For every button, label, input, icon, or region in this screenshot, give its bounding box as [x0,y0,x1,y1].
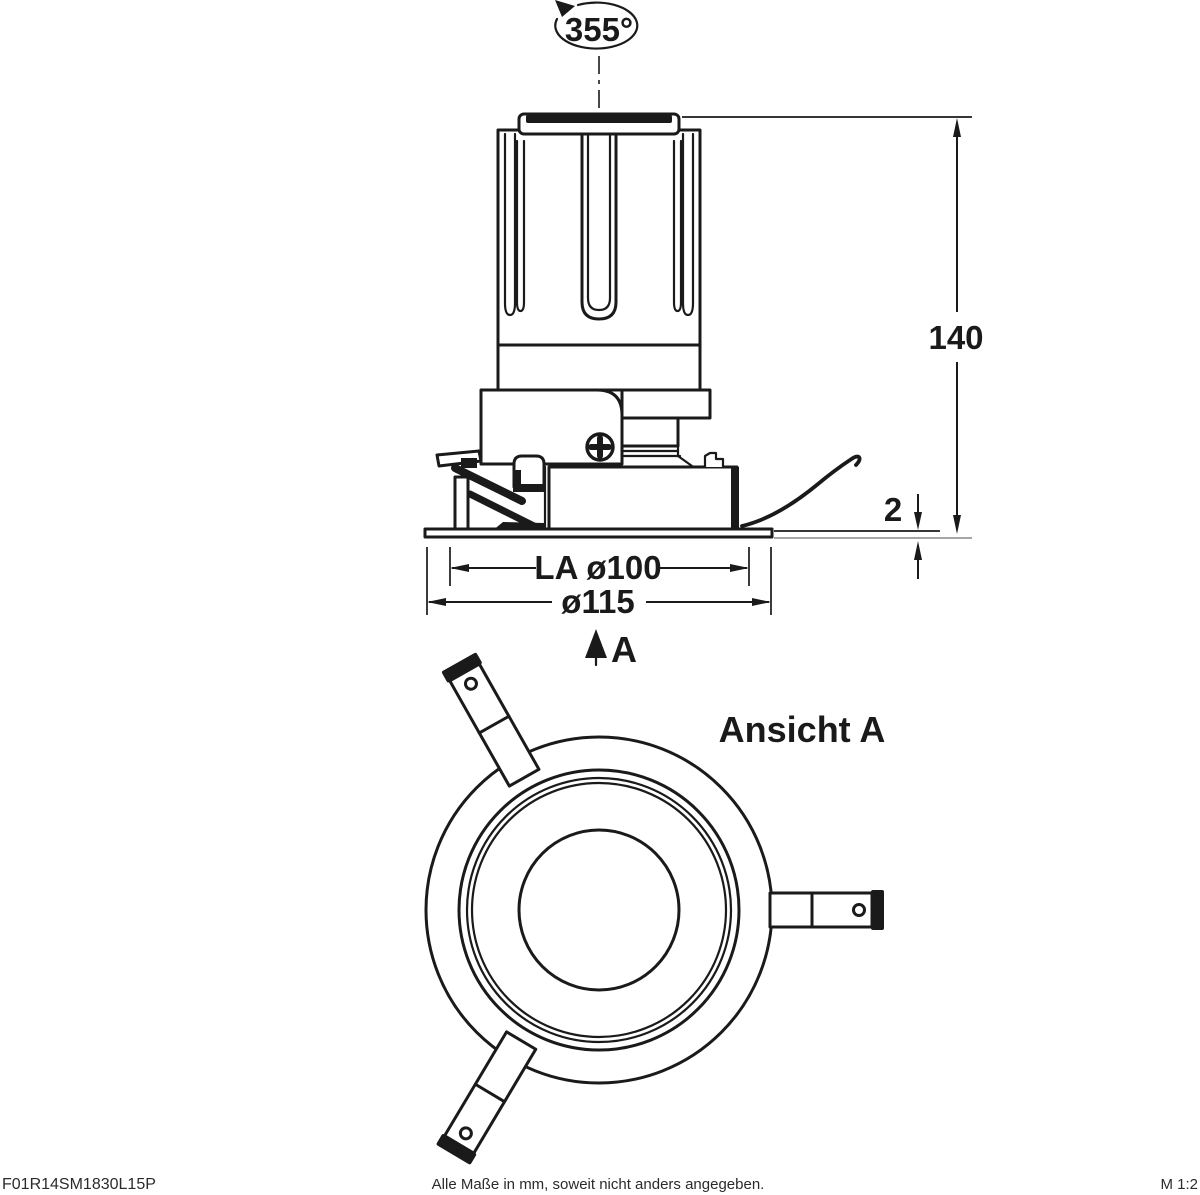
view-arrowhead-icon [585,629,607,658]
connection-wire [740,454,862,528]
dim-height-140: 140 [682,116,984,539]
housing-ring-right-wall [731,467,739,530]
ceiling-flange [423,527,774,539]
spring-leaf-1 [451,464,526,505]
tab-hole [458,1126,473,1141]
mounting-tab-upper-left [441,652,541,788]
neck-section [620,416,680,448]
tab-hole [852,903,866,917]
drawing-scale: M 1:2 [1160,1176,1198,1193]
height-dim-label: 140 [928,319,983,356]
phillips-screw-icon [585,432,615,462]
arrowhead-down-icon [953,515,961,534]
arrowhead-right-icon [752,598,771,606]
mounting-tab-lower-left [436,1030,538,1165]
retaining-clip-nose [703,451,725,469]
left-fin-slot [503,132,517,317]
neck-slant [676,444,694,468]
mounting-tab-right [768,890,884,930]
rotation-angle-label: 355° [565,11,633,48]
clip-knob [512,454,546,489]
right-fin-slot [681,132,695,317]
arrowhead-down-icon [914,512,922,530]
central-slot-inner [586,132,612,312]
collar-plate [620,388,712,420]
heatsink-body [496,128,702,392]
arrowhead-up-icon [953,118,961,137]
left-inner-slot [515,139,526,313]
rotation-arrowhead-icon [555,0,575,17]
rotation-indicator: 355° [554,0,639,50]
top-cap-edge [526,115,672,123]
footer: F01R14SM1830L15P Alle Maße in mm, soweit… [2,1176,1198,1193]
rotation-ellipse-arrow [554,1,639,50]
spring-clip-ear-pad [461,458,477,468]
spring-clip [435,449,546,531]
dim-flange-thickness-2: 2 [884,491,922,579]
right-inner-slot [672,139,683,313]
product-code: F01R14SM1830L15P [2,1176,156,1193]
luminaire-side-view [423,112,862,539]
arrowhead-left-icon [427,598,446,606]
view-arrow-label: A [611,629,637,670]
tab-hole [463,676,478,691]
tab-end-cap [871,890,884,930]
clip-knob-base [513,484,544,492]
flange-outer-circle [424,735,774,1085]
view-direction-arrow: A [585,629,637,670]
trim-ring-inner [470,781,728,1039]
dim-outer-diameter-115: ø115 [426,547,772,620]
arrowhead-up-icon [914,541,922,560]
lens-circle [517,828,681,992]
tab-divider [477,714,511,735]
spring-leaf-2 [466,490,540,531]
clip-knob-mark [514,470,521,487]
outer-diameter-label: ø115 [561,583,634,620]
flange-thickness-label: 2 [884,491,902,528]
arrowhead-right-icon [730,564,749,572]
flange-inner-circle [457,768,741,1052]
housing-ring [547,465,739,532]
central-slot-outer [580,129,618,321]
dim-cutout-la100: LA ø100 [449,547,750,586]
tab-divider [473,1082,507,1104]
tab-end-cap [436,1134,477,1165]
arrowhead-left-icon [450,564,469,572]
trim-ring-outer [465,776,733,1044]
bottom-view-title: Ansicht A [719,709,886,750]
cutout-dim-label: LA ø100 [534,549,661,586]
bottom-view: Ansicht A [424,652,886,1165]
tab-end-cap [441,652,482,683]
dimension-note: Alle Maße in mm, soweit nicht anders ang… [432,1176,765,1193]
spring-clip-post [453,475,470,531]
